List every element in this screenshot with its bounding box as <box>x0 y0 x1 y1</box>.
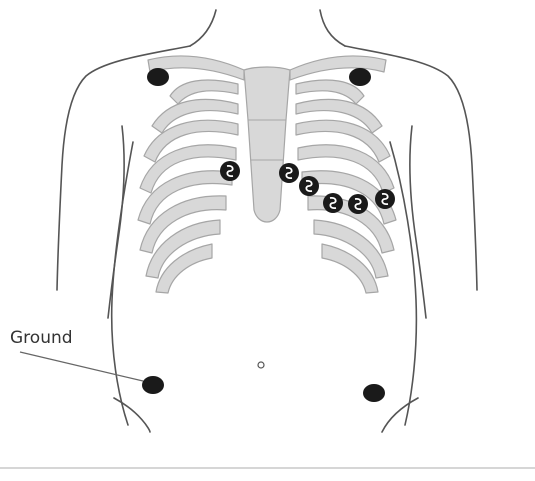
right-shoulder-electrode <box>147 68 169 86</box>
navel <box>258 362 264 368</box>
left-torso-side <box>390 142 416 425</box>
rib-cage <box>138 56 396 293</box>
neck-right-line <box>320 10 345 46</box>
ground-leader-line <box>20 352 143 381</box>
left-shoulder-electrode <box>349 68 371 86</box>
v4-electrode <box>323 193 343 213</box>
v5-electrode <box>348 194 368 214</box>
sternum <box>244 67 290 222</box>
v2-electrode <box>279 163 299 183</box>
left-abdomen-electrode <box>363 384 385 402</box>
v6-electrode <box>375 189 395 209</box>
right-torso-side <box>112 142 133 425</box>
ground-label: Ground <box>10 328 73 348</box>
left-clavicle <box>290 56 386 80</box>
v1-electrode <box>220 161 240 181</box>
right-abdomen-electrode <box>142 376 164 394</box>
right-hip-line <box>114 398 150 432</box>
left-hip-line <box>382 398 418 432</box>
right-arm-inner-line <box>108 126 124 318</box>
v3-electrode <box>299 176 319 196</box>
left-arm-inner-line <box>410 126 426 318</box>
neck-left-line <box>190 10 216 46</box>
